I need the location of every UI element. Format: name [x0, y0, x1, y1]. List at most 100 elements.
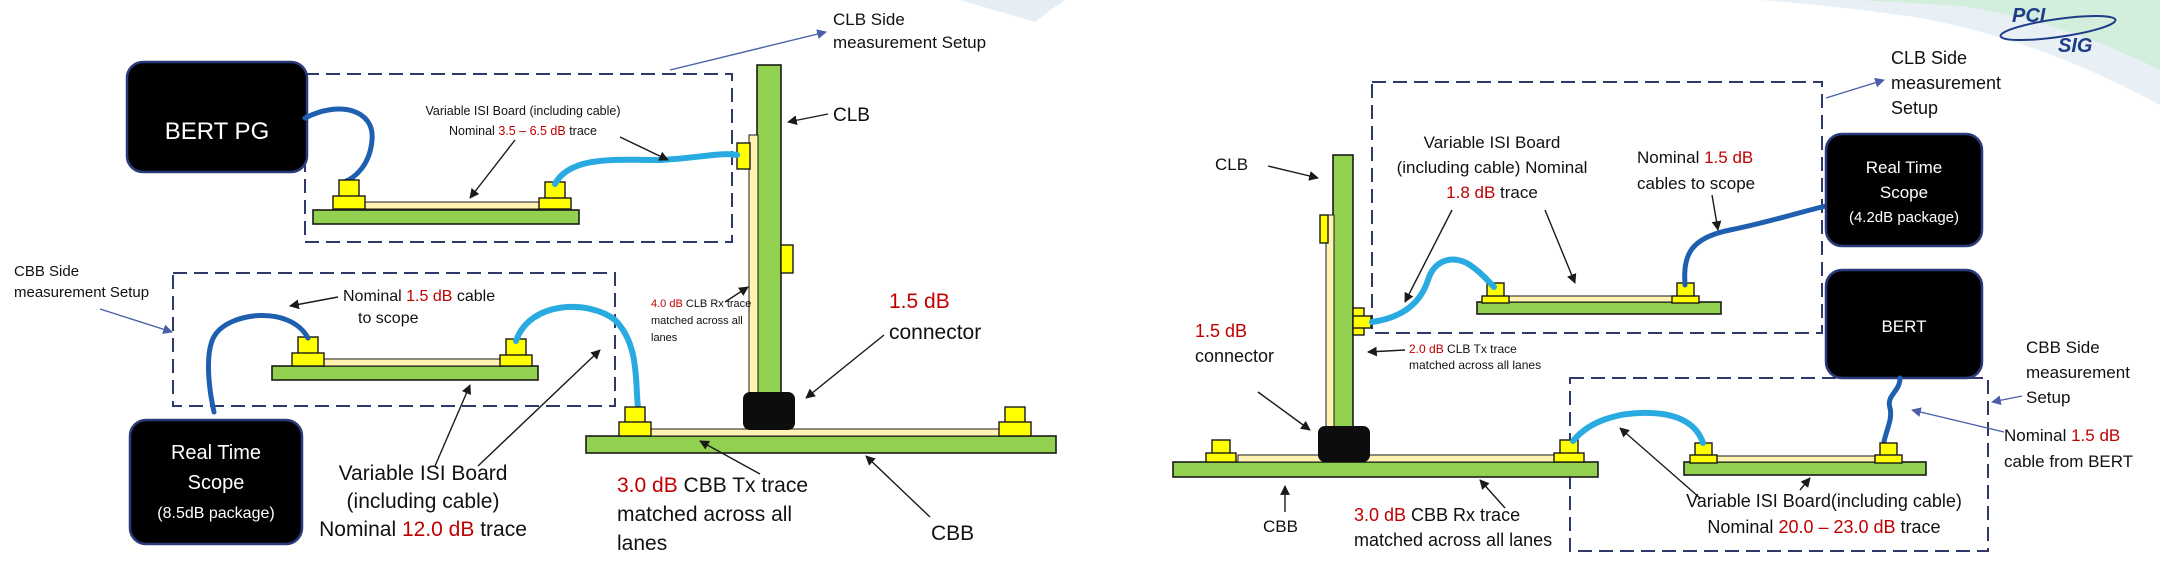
- right-cbb-rx-line1: 3.0 dB CBB Rx trace: [1354, 505, 1520, 525]
- isi-mid-connector-b-base: [499, 354, 533, 367]
- right-clb-arrow: [1267, 165, 1319, 181]
- right-cbb-side-arrow: [1991, 395, 2023, 406]
- right-cable-note-line1: Nominal 1.5 dB: [1637, 148, 1753, 167]
- isi-bottom-line2: (including cable): [347, 490, 500, 513]
- right-scope-box: [1824, 132, 1984, 248]
- right-cbb-conn-b-base: [1553, 452, 1585, 463]
- right-isi-top-line1: Variable ISI Board: [1424, 133, 1561, 152]
- cbb-tx-line1: 3.0 dB CBB Tx trace: [617, 474, 808, 497]
- clb-rx-line1: 4.0 dB CLB Rx trace: [651, 298, 751, 310]
- clb-rx-line2: matched across all: [651, 315, 743, 327]
- left-diagram: CLB Side measurement Setup CLB BERT PG V…: [14, 10, 1057, 555]
- isi-top-connector-b-base: [538, 197, 572, 210]
- left-cbb-arrow: [865, 455, 931, 518]
- right-isi-board-bottom: [1683, 461, 1927, 476]
- right-cbb-label: CBB: [1263, 517, 1298, 536]
- isi-top-trace: [344, 201, 556, 210]
- left-cbb-label: CBB: [931, 522, 974, 545]
- right-bert-label: BERT: [1881, 317, 1926, 336]
- pci-sig-logo: PCI SIG: [1999, 5, 2117, 57]
- right-connector-label: connector: [1195, 346, 1274, 366]
- left-connector-label: connector: [889, 321, 981, 344]
- isi-bottom-arrow-board: [434, 384, 471, 467]
- clb-side-title-line1: CLB Side: [833, 10, 905, 29]
- cbb-tx-arrow: [699, 440, 761, 475]
- right-bert-box: [1824, 268, 1984, 380]
- right-cbb-conn-a-base: [1205, 452, 1237, 463]
- isi-top-cable: [552, 151, 740, 187]
- right-isi-top-conn-b-base: [1671, 295, 1700, 304]
- bert-pg-cable: [302, 106, 375, 185]
- right-bert-cable-arrow: [1911, 407, 2005, 433]
- right-clb-side-line1: CLB Side: [1891, 48, 1967, 68]
- right-isi-top-conn-a-base: [1481, 295, 1510, 304]
- right-clb-side-line2: measurement: [1891, 73, 2001, 93]
- right-scope-line1: Real Time: [1866, 158, 1943, 177]
- right-bert-cable-line2: cable from BERT: [2004, 452, 2133, 471]
- clb-rx-arrow: [724, 286, 749, 303]
- right-connector-value: 1.5 dB: [1195, 321, 1247, 341]
- right-scope-line2: Scope: [1880, 183, 1928, 202]
- right-isi-top-arrow-cable: [1404, 209, 1453, 303]
- right-isi-bottom-cable: [1570, 409, 1706, 446]
- slide-decoration: [960, 0, 2160, 105]
- cbb-left-conn-b: [1004, 406, 1026, 424]
- right-isi-bottom-arrow-cable: [1619, 427, 1701, 499]
- right-cbb-trace: [1237, 454, 1569, 463]
- right-cbb-conn-a: [1211, 439, 1231, 455]
- isi-bottom-line3: Nominal 12.0 dB trace: [319, 518, 527, 541]
- scope-cable-left: [205, 313, 311, 415]
- left-scope-line3: (8.5dB package): [157, 505, 274, 522]
- cbb-tx-trace: [619, 428, 1021, 437]
- cbb-left-conn-b-base: [998, 421, 1032, 437]
- right-bert-cable-line1: Nominal 1.5 dB: [2004, 426, 2120, 445]
- cbb-tx-line2: matched across all: [617, 503, 792, 526]
- clb-label: CLB: [833, 105, 870, 126]
- left-connector-arrow: [805, 334, 885, 399]
- isi-bottom-arrow-cable: [477, 349, 601, 467]
- right-isi-bottom-conn-b-base: [1874, 454, 1903, 464]
- isi-mid-trace: [304, 358, 518, 367]
- right-clb-conn-side-tab: [1352, 315, 1372, 329]
- isi-top-connector-a: [338, 179, 360, 198]
- cbb-left-conn-a-base: [618, 421, 652, 437]
- right-isi-top-arrow-board: [1544, 209, 1577, 284]
- right-clb-tx-arrow: [1367, 346, 1406, 357]
- right-isi-bottom-trace: [1714, 455, 1902, 463]
- isi-mid-connector-a-base: [291, 352, 325, 367]
- cbb-side-title-line2: measurement Setup: [14, 284, 149, 301]
- right-cbb-rx-arrow: [1479, 479, 1506, 509]
- left-cable-note-line1: Nominal 1.5 dB cable: [343, 288, 495, 305]
- right-isi-bottom-line1: Variable ISI Board(including cable): [1686, 491, 1962, 511]
- right-clb-side-setup-box: [1371, 81, 1823, 334]
- cbb-side-title-line1: CBB Side: [14, 263, 79, 280]
- cbb-left-conn-a: [624, 406, 646, 424]
- right-clb-trace: [1325, 214, 1335, 456]
- clb-side-arrow: [669, 29, 827, 71]
- cbb-side-setup-box: [172, 272, 616, 407]
- right-diagram: CLB Side measurement Setup CLB Variable …: [1172, 48, 2133, 552]
- isi-bottom-line1: Variable ISI Board: [339, 462, 508, 485]
- isi-mid-cable: [513, 303, 641, 410]
- isi-top-line1: Variable ISI Board (including cable): [425, 104, 620, 118]
- left-scope-line1: Real Time: [171, 442, 261, 464]
- right-bert-cable: [1880, 375, 1903, 450]
- right-cbb-side-line1: CBB Side: [2026, 338, 2100, 357]
- right-clb-side-arrow: [1825, 77, 1885, 99]
- right-isi-bottom-arrow-board: [1799, 477, 1811, 491]
- right-connector-arrow: [1257, 391, 1311, 431]
- isi-board-mid: [271, 365, 539, 381]
- right-cable-note-line2: cables to scope: [1637, 174, 1755, 193]
- cbb-connector-left: [743, 392, 795, 430]
- bert-pg-box: [125, 60, 309, 174]
- clb-side-connector: [780, 244, 794, 274]
- right-clb-board: [1332, 154, 1354, 456]
- cbb-board-left: [585, 435, 1057, 454]
- right-cbb-connector: [1318, 426, 1370, 462]
- left-cable-note-line2: to scope: [358, 310, 419, 327]
- left-scope-line2: Scope: [188, 472, 245, 494]
- isi-top-connector-a-base: [332, 195, 366, 210]
- right-cbb-side-line3: Setup: [2026, 388, 2070, 407]
- clb-rx-line3: lanes: [651, 332, 678, 344]
